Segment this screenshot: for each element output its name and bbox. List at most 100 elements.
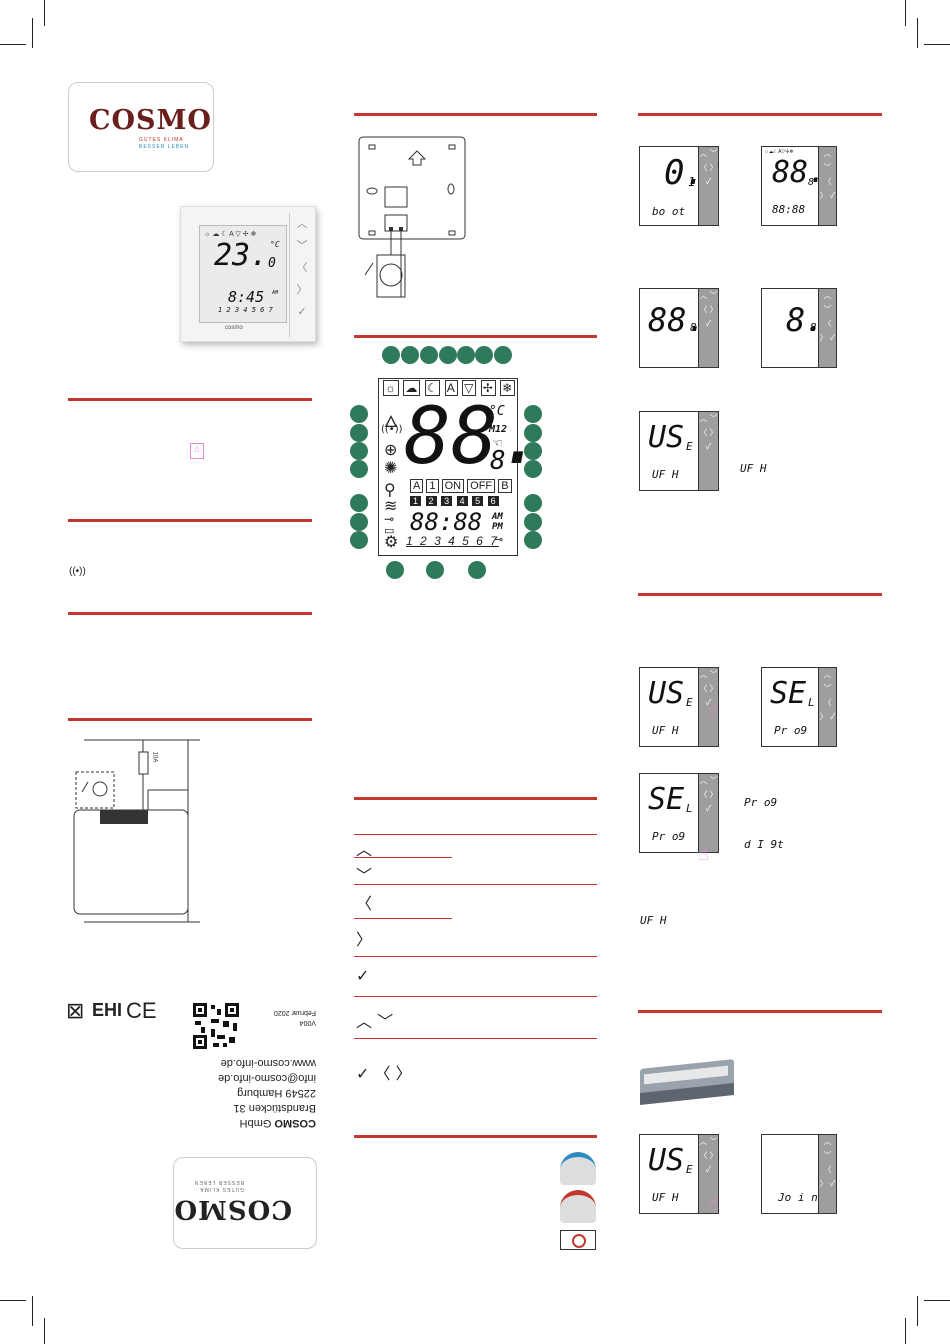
boot-label: bo ot [652,205,686,218]
pair-label: UF H [652,1191,679,1204]
callout-dot [382,346,400,364]
callout-dot [350,405,368,423]
up-button-icon: ︿ [356,840,373,859]
button-strip: ︿ ﹀ 〈 〉 ✓ [698,289,718,367]
photo-ampm: AM [272,290,279,296]
mode-a: A [410,479,424,493]
mode-b: B [498,479,512,493]
photo-logo: cosmo [225,325,243,331]
eac-mark: EHI [92,1000,123,1020]
screen-use-1: ︿ ﹀ 〈 〉 ✓ US E UF H [639,411,719,491]
back-logo-card: COSMO GUTES KLIMA BESSER LEBEN [173,1157,317,1249]
program-5: 5 [472,496,484,506]
back-logo-wordmark: COSMO [173,1194,292,1224]
day-2: 2 [420,534,429,548]
blink-digits: 88. [648,301,706,339]
weee-icon: ⊠ [66,998,85,1023]
cocktail-icon: ▽ [462,380,477,396]
section-rule [638,113,882,116]
section-rule [68,519,312,522]
lcd-pm: PM [492,522,503,532]
sun-gear-icon: ✺ [384,458,398,477]
program-6: 6 [487,496,499,506]
button-strip: ︿ ﹀ 〈 〉 ✓ [698,774,718,852]
mode-on: ON [441,479,465,493]
photo-temperature: 23. [214,238,269,273]
program-3: 3 [441,496,453,506]
photo-button-panel: ︿﹀〈〉✓ [289,213,314,337]
screen-blink-single: ︿ ﹀ 〈 〉 ✓ 8. 8 [761,288,837,368]
city: 22549 Hamburg [237,1087,316,1099]
screen-join: ︿ ﹀ 〈 〉 ✓ Jo i n [761,1134,837,1214]
callout-dot [426,561,444,579]
red-led-indicator-icon [560,1230,596,1250]
lcd-days: 1 2 3 4 5 6 7 [406,534,499,548]
wiring-centre-photo [640,1050,736,1106]
thermometer-icon: ⊸ [384,512,395,526]
section-rule [68,718,312,721]
crop-mark [0,1300,26,1301]
finger-press-icon: ☝ [708,1194,719,1215]
pair-main: US [648,1143,685,1178]
crop-mark [32,18,33,48]
all-digits: 88. [772,155,827,190]
thermostat-screen: ☼ ☁ ☾ A ▽ ✢ ❄ 23. 0 °C 8:45 AM 1 2 3 4 5… [199,225,287,323]
lcd-am: AM [492,512,503,522]
callout-dot [524,405,542,423]
flame-icon: 🜂 [384,412,398,431]
street: Brandstücken 31 [233,1102,316,1114]
callout-dot [457,346,475,364]
crop-mark [44,0,45,26]
mini-icon-row: ☼☁☾A▽✢❄ [764,149,794,155]
finger-press-icon: ☝ [698,844,709,865]
section-rule [354,335,597,338]
callout-dot [524,513,542,531]
section-rule [638,1010,882,1013]
battery-icon: ▭ [384,524,395,537]
fuse-label: 10A [151,751,158,763]
address-block: COSMO GmbH Brandstücken 31 22549 Hamburg… [218,1055,316,1130]
blink-single-sub: 8 [810,321,817,334]
top-icon-row: ☼ ☁ ☾ A ▽ ✢ ❄ [204,231,257,238]
lcd-small-digit: 8 [490,446,506,476]
settings-gear-icon: ⚙ [384,532,399,551]
radio-signal-icon: ((•)) [69,566,86,577]
logo-tagline-1: GUTES KLIMA [139,137,184,143]
callout-dot [420,346,438,364]
callout-dot [524,531,542,549]
web[interactable]: www.cosmo-info.de [220,1057,316,1069]
section-rule [68,398,312,401]
use-side-label: UF H [740,462,767,475]
heating-icon: ≋ [384,496,398,515]
sel2-label: Pr o9 [652,830,686,843]
crop-mark [924,1300,950,1301]
row-rule [354,857,452,858]
use2-sub: E [686,696,693,709]
callout-dot [475,346,493,364]
sel-option-digit: d I 9t [744,838,784,851]
callout-dot [524,494,542,512]
up-down-buttons-icon: ︿ ﹀ [356,1012,394,1031]
qr-code [193,1003,239,1049]
day-7: 7 [490,534,499,548]
crop-mark [905,0,906,26]
sel-label: Pr o9 [774,724,808,737]
boot-sub: 1 [688,175,696,189]
logo-card: COSMO GUTES KLIMA BESSER LEBEN [68,82,214,172]
callout-dot [350,442,368,460]
callout-dot [350,513,368,531]
pair-sub: E [686,1163,693,1176]
callout-dot [350,494,368,512]
photo-time: 8:45 [228,288,265,306]
callout-dot [350,531,368,549]
sel2-main: SE [648,782,685,817]
boot-value: 0. [664,153,705,193]
callout-dot [494,346,512,364]
row-rule [354,996,597,997]
cloud-sun-icon: ☁ [403,380,421,396]
callout-dot [524,424,542,442]
email[interactable]: info@cosmo-info.de [218,1072,316,1084]
thermostat-photo: ☼ ☁ ☾ A ▽ ✢ ❄ 23. 0 °C 8:45 AM 1 2 3 4 5… [180,206,316,342]
finger-press-icon: ☝ [708,700,719,721]
crop-mark [917,1296,918,1326]
